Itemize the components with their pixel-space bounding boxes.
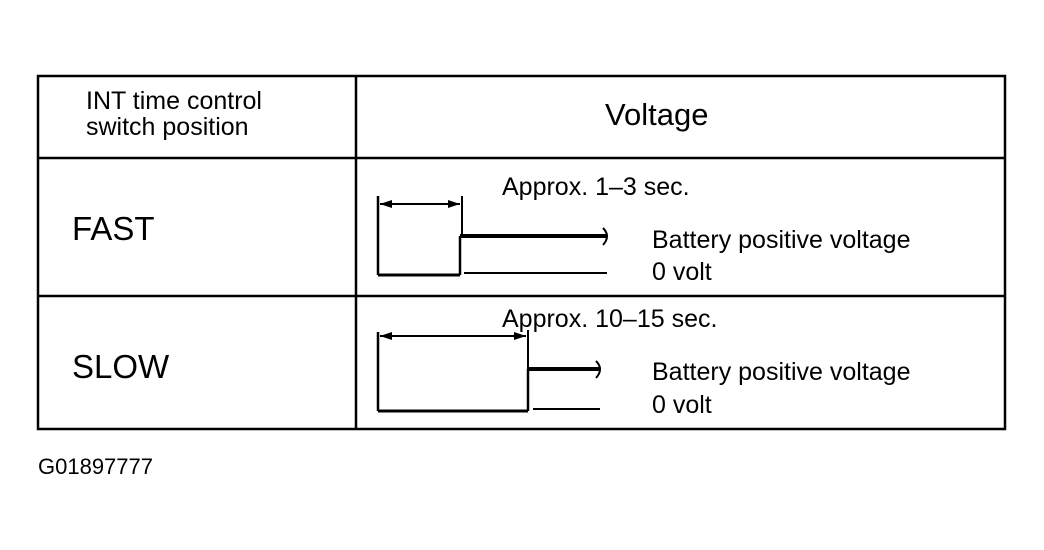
fast-duration-arrowhead-left (380, 200, 392, 208)
row-slow-low-level-label: 0 volt (652, 391, 712, 419)
figure-id: G01897777 (38, 454, 153, 479)
row-fast-duration: Approx. 1–3 sec. (502, 173, 690, 201)
fast-duration-arrowhead-right (448, 200, 460, 208)
row-slow-high-level-label: Battery positive voltage (652, 358, 911, 386)
fast-break-mark (602, 227, 608, 246)
row-fast-high-level-label: Battery positive voltage (652, 226, 911, 254)
table-grid (36, 74, 1007, 431)
header-switch-position: INT time control switch position (86, 87, 262, 142)
slow-waveform (376, 330, 601, 413)
header-voltage: Voltage (605, 97, 709, 132)
slow-duration-arrowhead-left (380, 332, 392, 340)
table-border (36, 74, 1007, 431)
slow-break-mark (595, 360, 601, 379)
row-fast-position: FAST (72, 210, 155, 247)
row-fast-low-level-label: 0 volt (652, 258, 712, 286)
row-slow-duration: Approx. 10–15 sec. (502, 305, 718, 333)
slow-duration-arrowhead-right (514, 332, 526, 340)
fast-waveform (376, 196, 608, 277)
row-slow-position: SLOW (72, 348, 170, 385)
